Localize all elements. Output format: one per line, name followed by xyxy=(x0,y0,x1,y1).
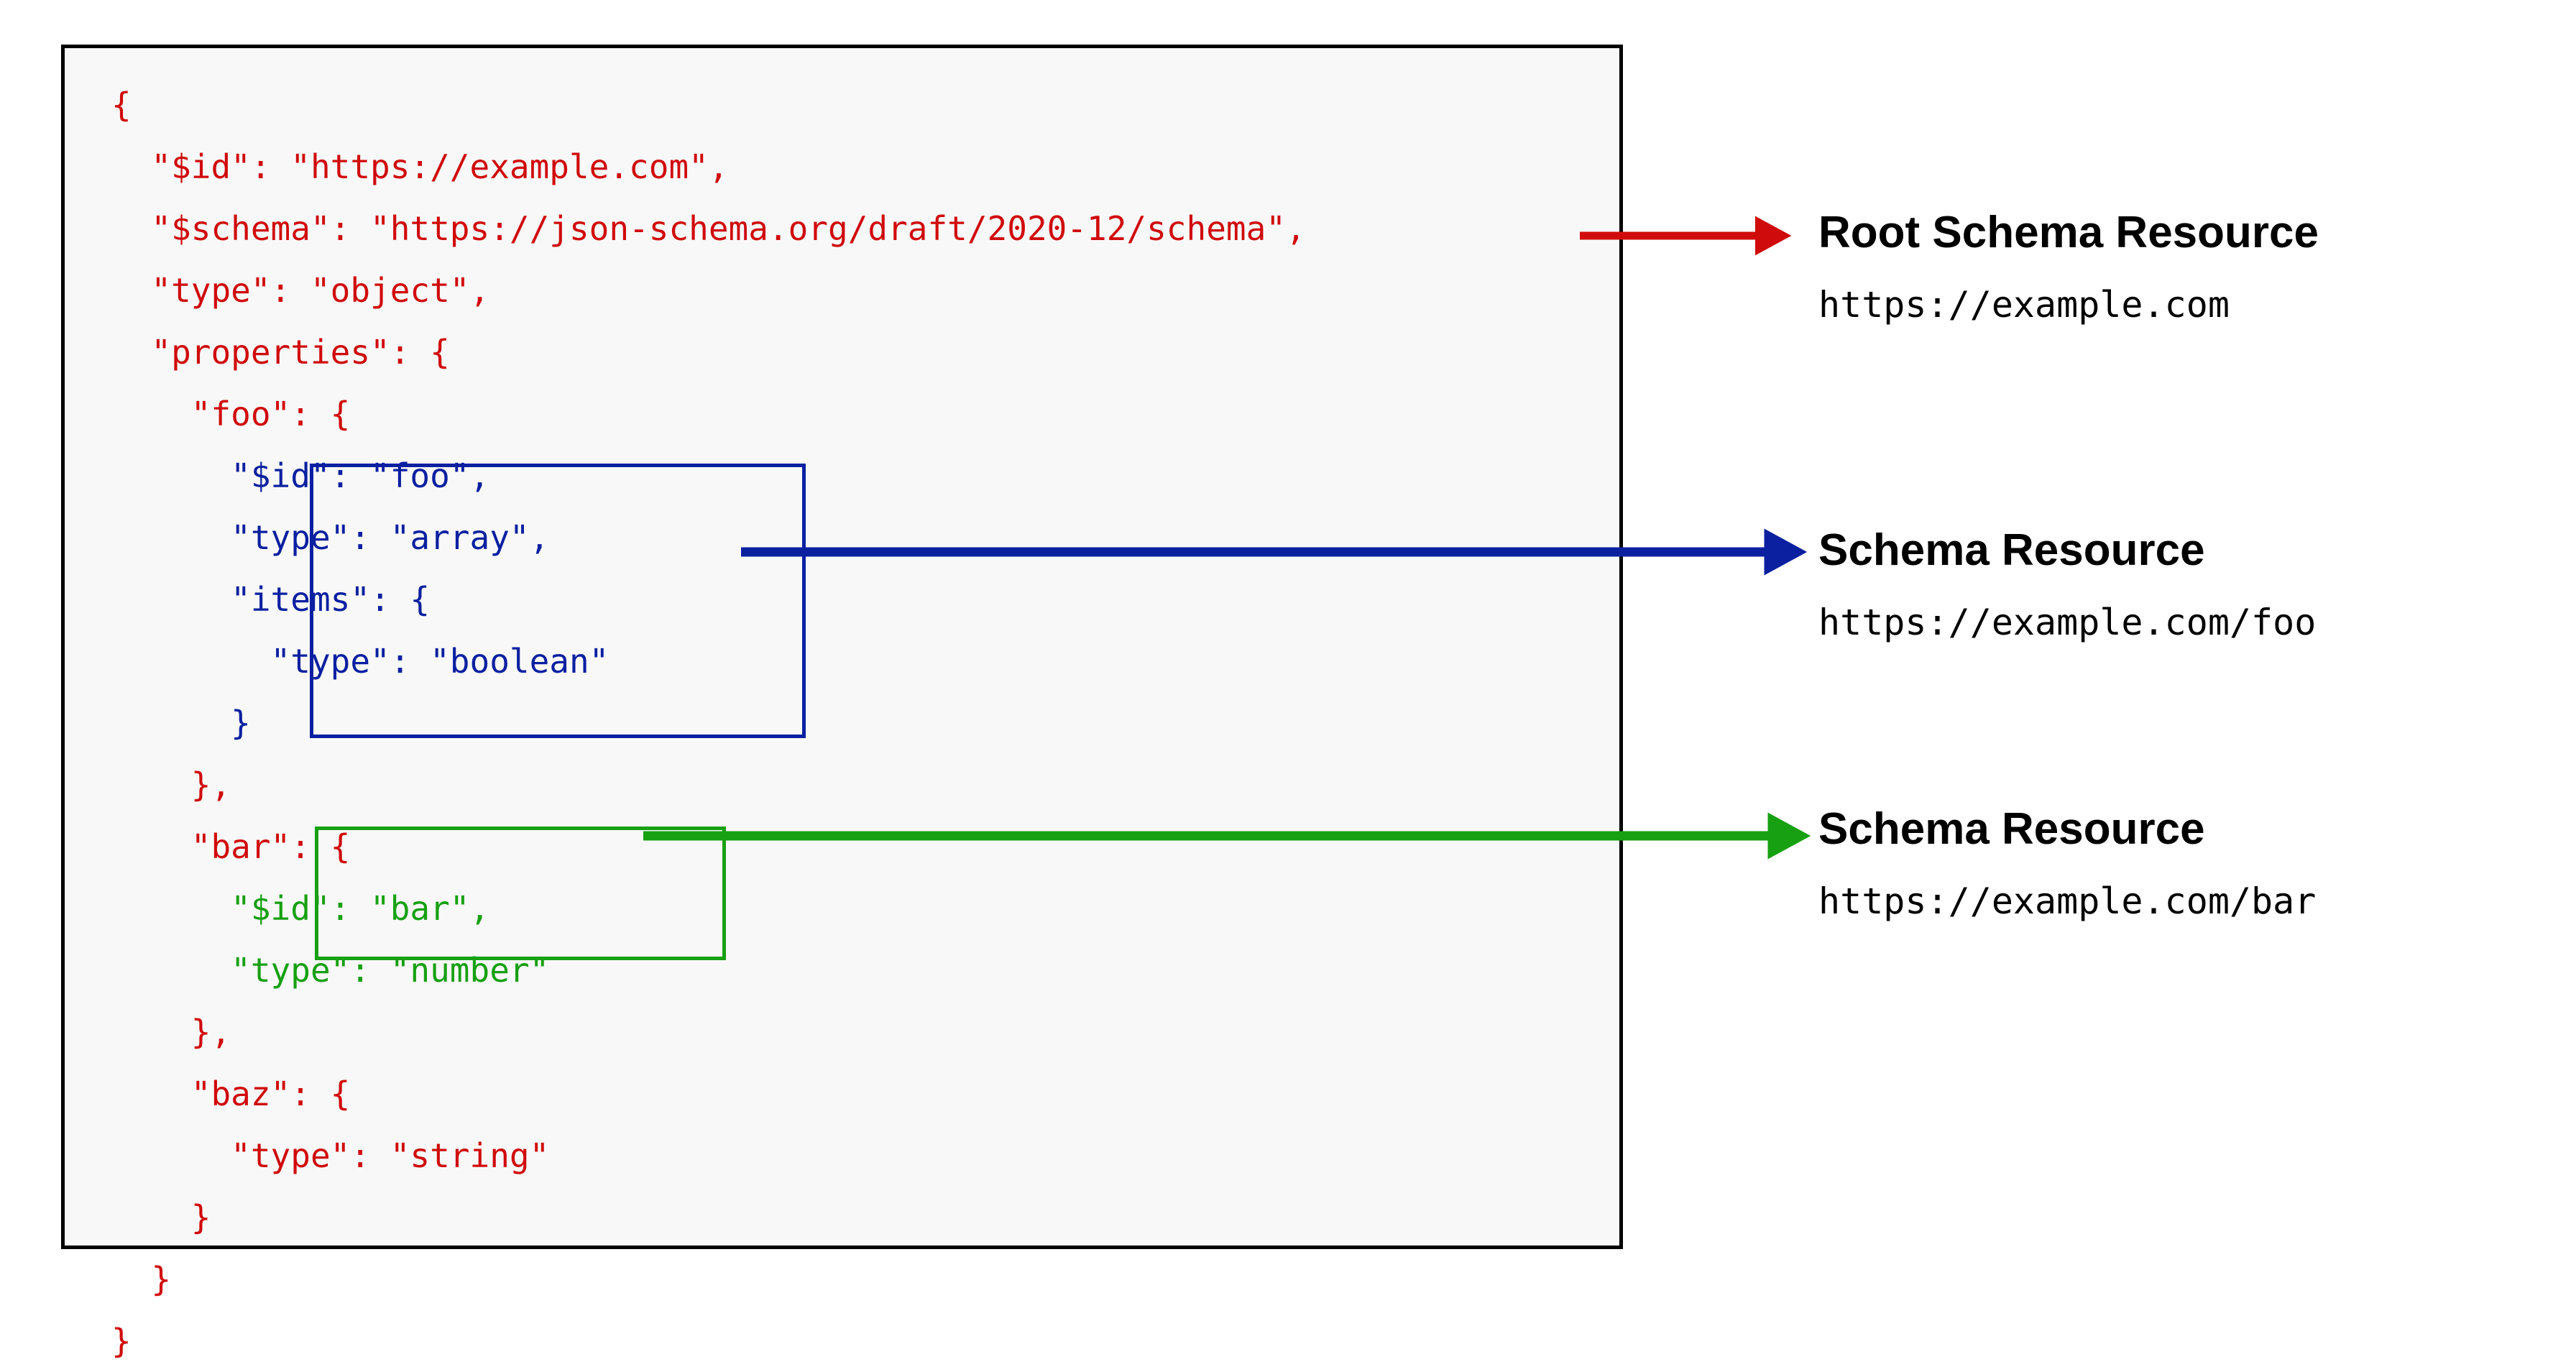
annotation-title: Schema Resource xyxy=(1818,525,2205,575)
annotation-uri: https://example.com xyxy=(1818,284,2230,326)
json-code-panel: { "$id": "https://example.com", "$schema… xyxy=(61,45,1623,1361)
code-line: { xyxy=(111,86,132,124)
code-line: "type": "string" xyxy=(111,1136,550,1175)
json-code-block: { "$id": "https://example.com", "$schema… xyxy=(111,74,1306,1372)
code-line: "$id": "foo", xyxy=(111,456,490,495)
code-line: "$id": "bar", xyxy=(111,889,490,928)
diagram-canvas: { "$id": "https://example.com", "$schema… xyxy=(61,45,2576,1361)
annotation-title: Root Schema Resource xyxy=(1818,208,2319,257)
code-line: } xyxy=(111,704,251,742)
code-line: } xyxy=(111,1322,132,1361)
code-line: "items": { xyxy=(111,580,431,619)
code-line: } xyxy=(111,1260,172,1299)
code-line: "type": "array", xyxy=(111,518,550,557)
annotation-root-schema-resource: Root Schema Resource https://example.com xyxy=(1818,207,2576,326)
annotation-title: Schema Resource xyxy=(1818,804,2205,854)
annotation-bar-schema-resource: Schema Resource https://example.com/bar xyxy=(1818,804,2576,923)
annotation-foo-schema-resource: Schema Resource https://example.com/foo xyxy=(1818,525,2576,644)
code-line: }, xyxy=(111,765,231,804)
code-line: "properties": { xyxy=(111,333,450,372)
code-line: }, xyxy=(111,1013,231,1051)
annotation-uri: https://example.com/foo xyxy=(1818,602,2317,643)
annotation-uri: https://example.com/bar xyxy=(1818,880,2317,922)
code-line: "$id": "https://example.com", xyxy=(111,147,729,186)
code-line: } xyxy=(111,1198,211,1237)
code-line: "type": "boolean" xyxy=(111,642,610,681)
code-line: "foo": { xyxy=(111,395,351,433)
code-line: "baz": { xyxy=(111,1074,351,1113)
code-line: "type": "number" xyxy=(111,951,550,990)
code-line: "type": "object", xyxy=(111,271,490,310)
code-line: "$schema": "https://json-schema.org/draf… xyxy=(111,209,1306,248)
code-line: "bar": { xyxy=(111,827,351,866)
